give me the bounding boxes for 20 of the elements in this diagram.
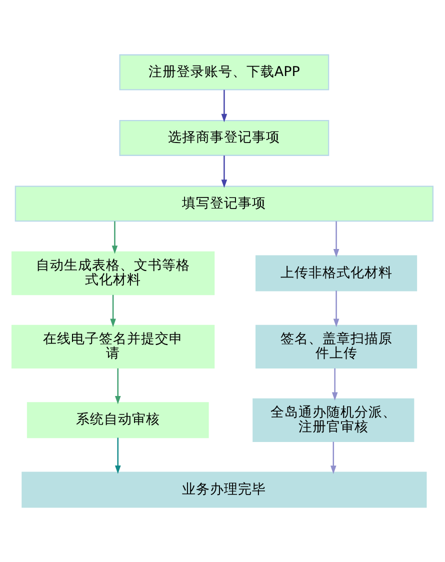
arrow <box>114 368 121 404</box>
arrow <box>330 442 336 474</box>
arrow <box>221 156 228 188</box>
node-box: 自动生成表格、文书等格式化材料 <box>12 251 215 296</box>
node-box: 在线电子签名并提交申请 <box>12 324 215 369</box>
arrow <box>333 221 340 258</box>
node-box: 业务办理完毕 <box>22 472 427 508</box>
node-box: 注册登录账号、下载APP <box>119 54 330 90</box>
node-box: 签名、盖章扫描原件上传 <box>256 324 418 369</box>
node-box: 上传非格式化材料 <box>256 255 418 292</box>
node-box: 选择商事登记事项 <box>119 120 330 156</box>
arrow <box>333 290 340 328</box>
arrow <box>110 294 116 328</box>
node-box: 系统自动审核 <box>26 402 209 438</box>
node-box: 全岛通办随机分派、注册官审核 <box>252 398 414 442</box>
node-box: 填写登记事项 <box>14 186 434 222</box>
arrow <box>114 438 121 474</box>
arrow <box>112 221 118 254</box>
arrow <box>332 368 338 401</box>
arrow <box>221 90 228 122</box>
